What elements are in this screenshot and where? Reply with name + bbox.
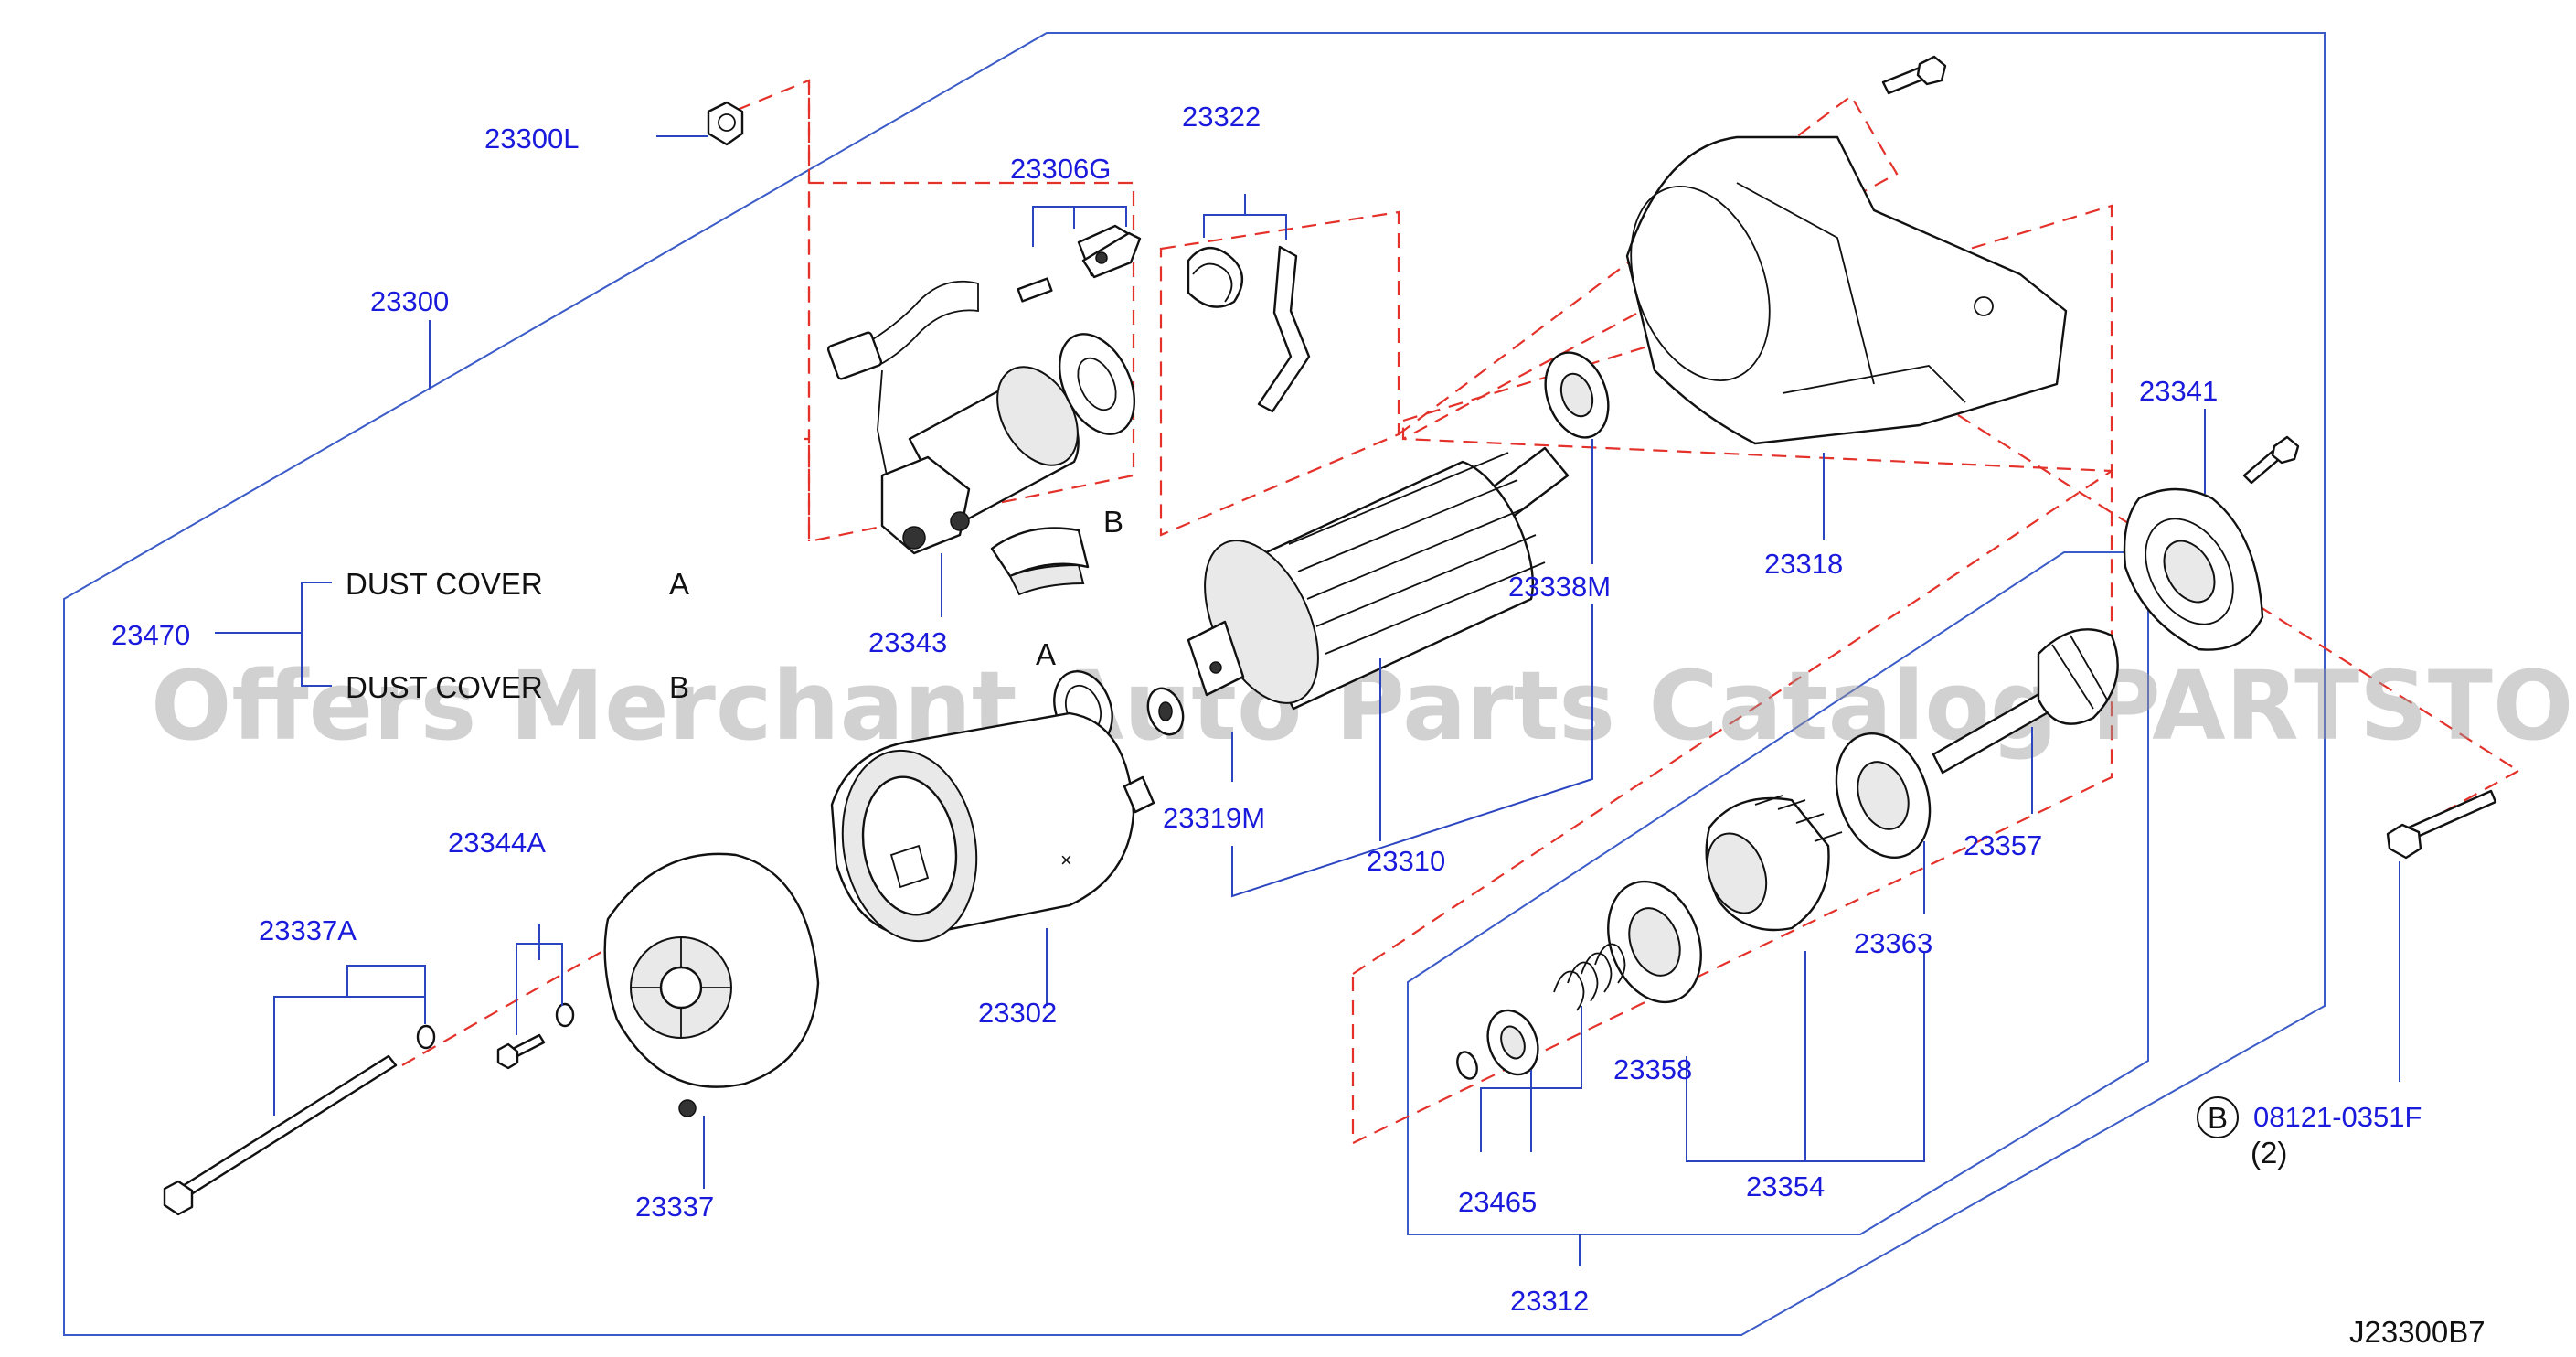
part-23338m-bearing [1544,351,1610,439]
part-23363-bearing [1835,732,1932,859]
label-23344a: 23344A [448,827,546,859]
b-reference-circle [2197,1096,2239,1138]
part-23306g-terminal [1017,224,1142,303]
part-23322-lever [1187,245,1311,413]
label-23300l: 23300L [484,123,579,155]
label-23357: 23357 [1964,829,2042,861]
part-23337a-through-bolt [163,1024,436,1216]
label-23354: 23354 [1746,1170,1825,1202]
part-23465-spring-set [1456,943,1626,1080]
label-23343: 23343 [868,626,947,658]
label-23363: 23363 [1854,927,1932,959]
label-23337: 23337 [635,1191,714,1223]
label-23322: 23322 [1182,101,1261,133]
part-23344a-screw [496,1002,575,1070]
label-23470: 23470 [112,619,190,651]
part-23357-pinion-shaft [1932,628,2119,775]
part-23358-bearing [1607,880,1702,1004]
dust-cover-b-ref: B [669,670,689,704]
label-23302: 23302 [978,997,1057,1029]
part-23337-rear-cover [603,852,820,1117]
label-23300: 23300 [370,285,449,317]
label-23465: 23465 [1458,1186,1537,1218]
part-dust-cover-a [990,527,1090,596]
part-23354-pinion-gear [1705,795,1843,932]
part-23341-end-cover [2123,435,2300,651]
label-23318: 23318 [1764,548,1843,580]
part-23319m-bearing [1146,687,1185,736]
dust-cover-a-name: DUST COVER [346,567,543,601]
marker-b: B [1103,505,1123,539]
dust-cover-a-ref: A [669,567,689,601]
leader-lines [215,135,2400,1266]
part-23343-solenoid [826,280,1080,555]
part-23310-armature [1187,446,1570,711]
diagram-code: J23300B7 [2349,1315,2486,1349]
part-08121-bolt [2386,789,2497,860]
part-23318-drive-housing [1625,135,2068,445]
b-reference-letter: B [2208,1101,2228,1135]
part-gasket-plate [1058,333,1136,435]
part-23300l-nut [707,101,744,146]
label-23310: 23310 [1367,845,1445,877]
pinion-subassembly-frame [1407,551,2149,1235]
label-23358: 23358 [1613,1053,1692,1085]
label-23306g: 23306G [1010,153,1111,185]
label-23319m: 23319M [1163,802,1265,834]
svg-text:×: × [1060,849,1072,871]
label-08121-0351f: 08121-0351F [2253,1101,2422,1133]
assembly-frame [63,32,2326,1336]
label-23312: 23312 [1510,1285,1589,1317]
part-housing-bolt [1881,55,1947,95]
label-23341: 23341 [2139,375,2218,407]
label-qty-2: (2) [2251,1136,2287,1170]
label-23337a: 23337A [259,914,357,946]
part-23302-yoke: × [830,711,1155,943]
dust-cover-b-name: DUST COVER [346,670,543,704]
label-23338m: 23338M [1508,571,1611,603]
marker-a: A [1036,637,1056,671]
